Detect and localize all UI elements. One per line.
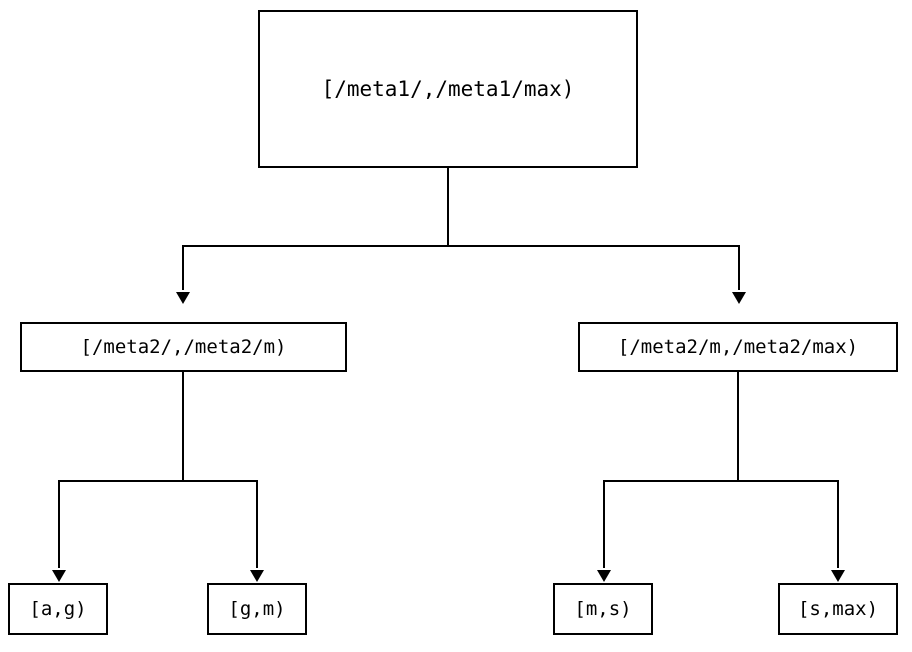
edge-mid-right-bus bbox=[603, 480, 838, 482]
edge-mid-left-to-leaf-gm-drop bbox=[256, 480, 258, 568]
edge-root-bus bbox=[183, 245, 740, 247]
node-leaf-s-max[interactable]: [s,max) bbox=[778, 583, 898, 635]
edge-root-to-mid-right-drop bbox=[738, 245, 740, 290]
edge-mid-left-stem bbox=[182, 372, 184, 482]
node-mid-right[interactable]: [/meta2/m,/meta2/max) bbox=[578, 322, 898, 372]
edge-mid-right-to-leaf-ms-drop bbox=[603, 480, 605, 568]
arrowhead-mid-right-to-leaf-smax bbox=[831, 570, 845, 582]
node-leaf-m-s-label: [m,s) bbox=[574, 598, 632, 620]
node-mid-left[interactable]: [/meta2/,/meta2/m) bbox=[20, 322, 347, 372]
arrowhead-mid-left-to-leaf-gm bbox=[250, 570, 264, 582]
node-root[interactable]: [/meta1/,/meta1/max) bbox=[258, 10, 638, 168]
node-leaf-a-g[interactable]: [a,g) bbox=[8, 583, 108, 635]
edge-mid-left-bus bbox=[58, 480, 257, 482]
edge-mid-left-to-leaf-ag-drop bbox=[58, 480, 60, 568]
node-mid-left-label: [/meta2/,/meta2/m) bbox=[80, 336, 287, 358]
node-leaf-m-s[interactable]: [m,s) bbox=[553, 583, 653, 635]
node-leaf-g-m-label: [g,m) bbox=[228, 598, 286, 620]
edge-mid-right-stem bbox=[737, 372, 739, 482]
arrowhead-root-to-mid-left bbox=[176, 292, 190, 304]
edge-root-stem bbox=[447, 168, 449, 247]
node-leaf-a-g-label: [a,g) bbox=[29, 598, 87, 620]
arrowhead-root-to-mid-right bbox=[732, 292, 746, 304]
edge-root-to-mid-left-drop bbox=[182, 245, 184, 290]
arrowhead-mid-right-to-leaf-ms bbox=[597, 570, 611, 582]
node-root-label: [/meta1/,/meta1/max) bbox=[321, 77, 575, 101]
arrowhead-mid-left-to-leaf-ag bbox=[52, 570, 66, 582]
node-mid-right-label: [/meta2/m,/meta2/max) bbox=[617, 336, 859, 358]
edge-mid-right-to-leaf-smax-drop bbox=[837, 480, 839, 568]
node-leaf-s-max-label: [s,max) bbox=[797, 598, 879, 620]
node-leaf-g-m[interactable]: [g,m) bbox=[207, 583, 307, 635]
